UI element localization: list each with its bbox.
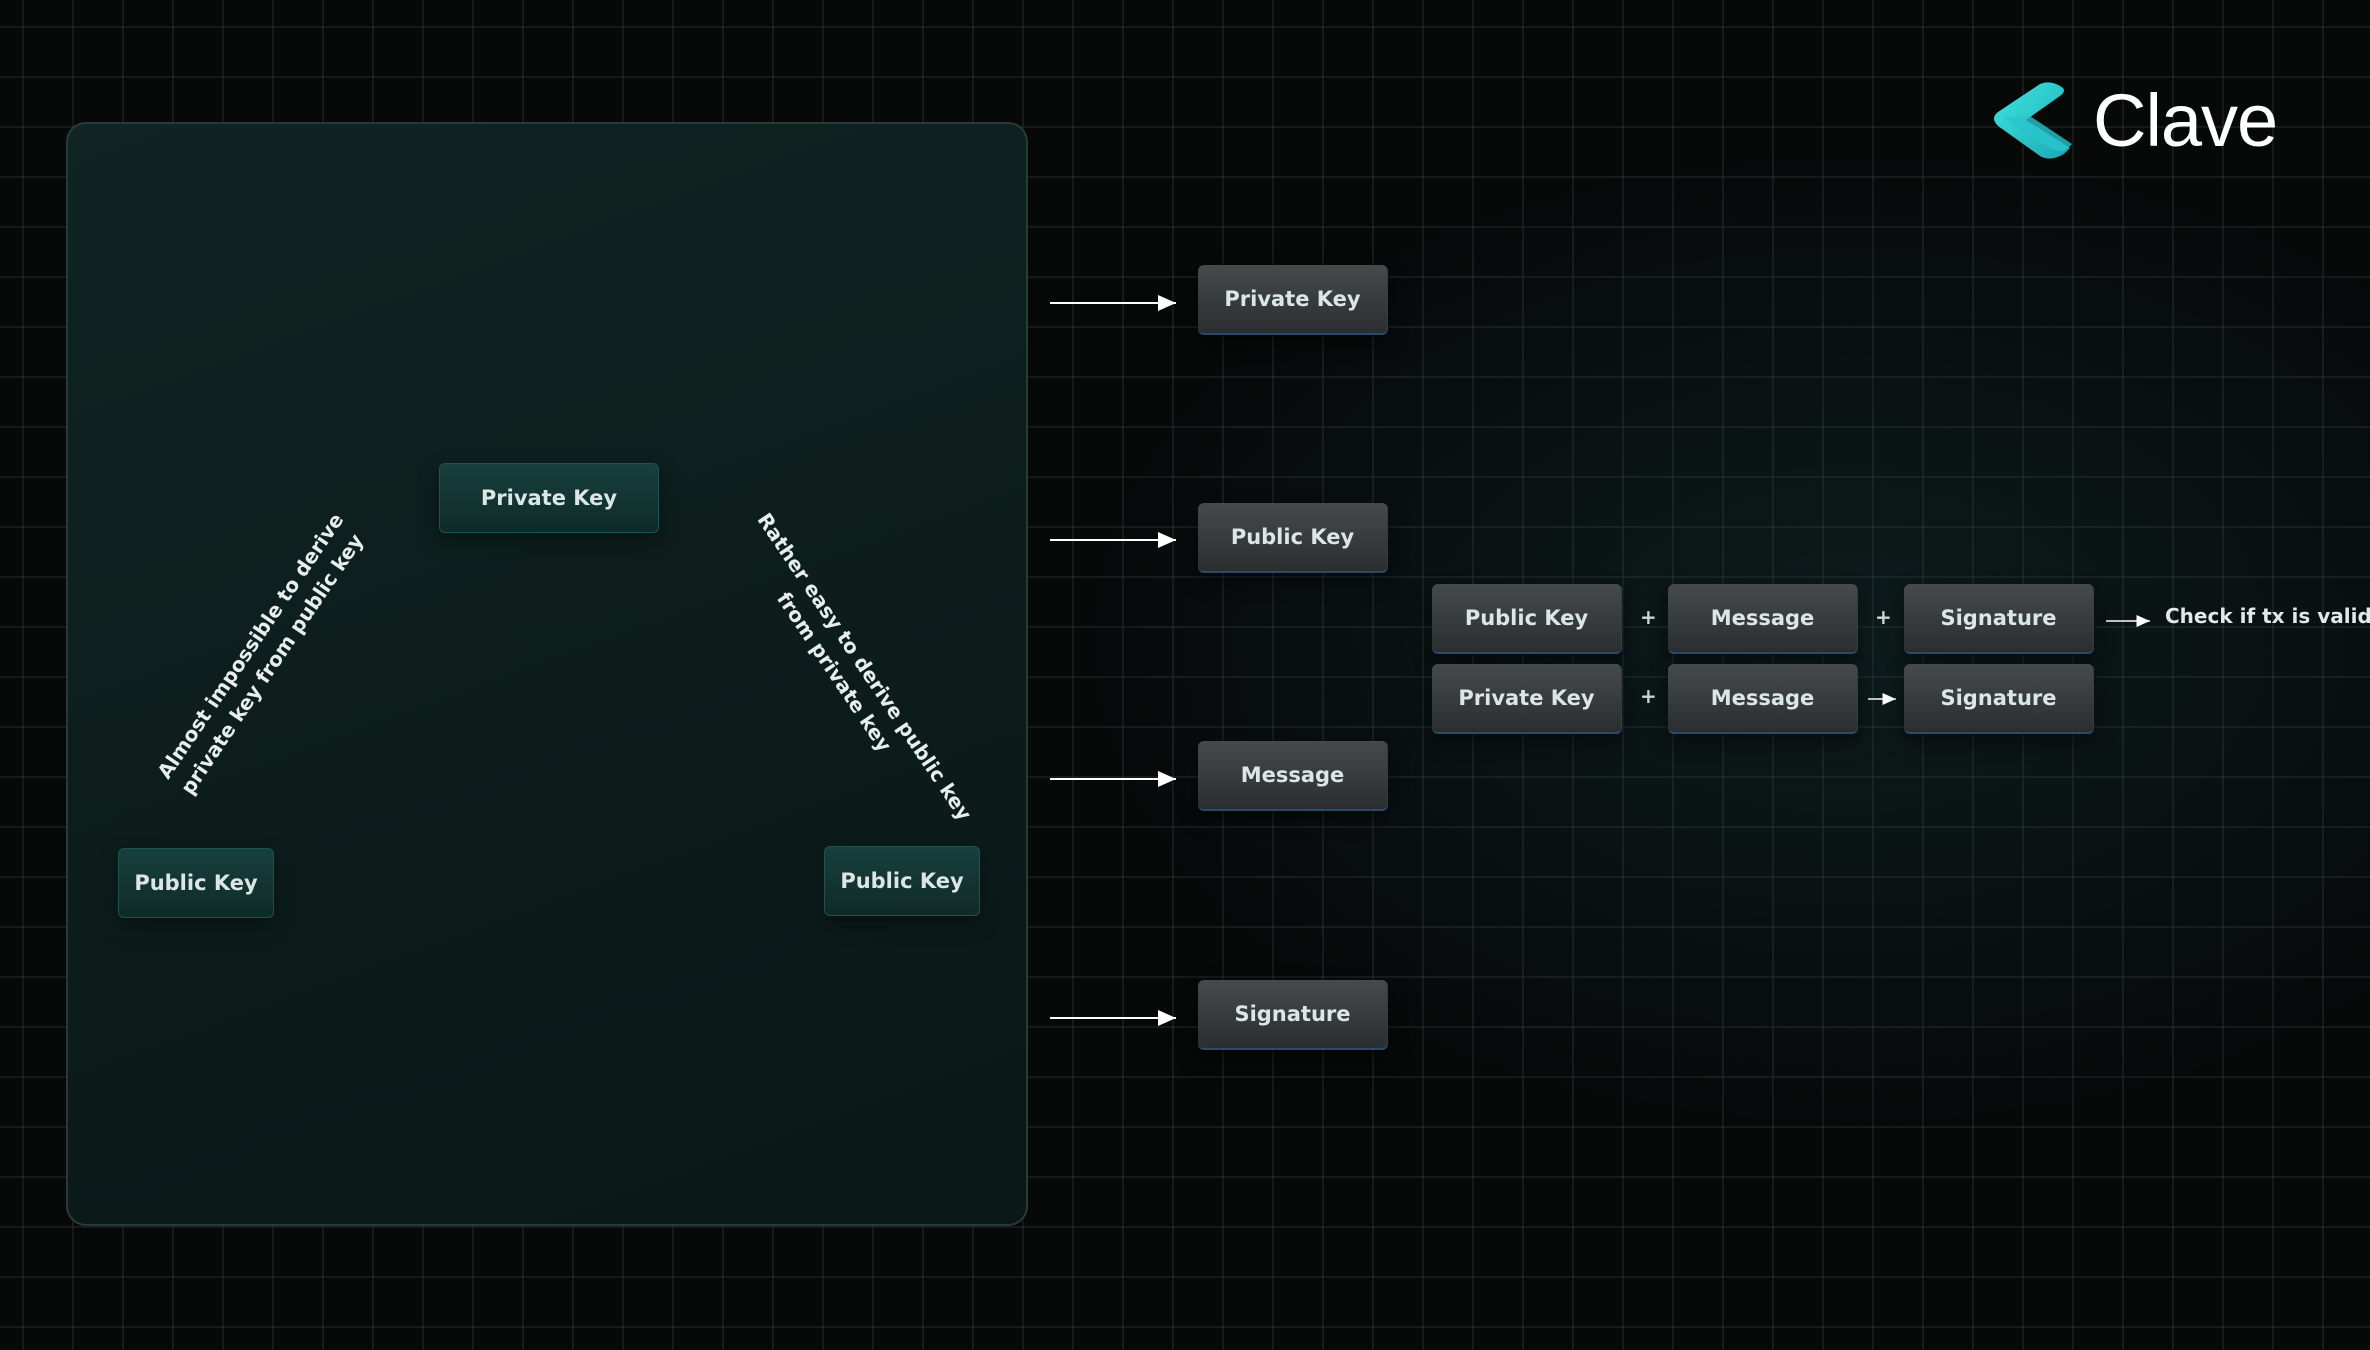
verify-plus-2: + — [1875, 605, 1892, 629]
verify-message: Message — [1668, 584, 1858, 654]
brand-name: Clave — [2093, 79, 2278, 162]
triangle-public-key-left: Public Key — [118, 848, 274, 918]
legend-private-key: Private Key — [1198, 265, 1388, 335]
verify-public-key: Public Key — [1432, 584, 1622, 654]
key-relationship-panel — [66, 122, 1028, 1226]
legend-message: Message — [1198, 741, 1388, 811]
sign-signature: Signature — [1904, 664, 2094, 734]
sign-private-key: Private Key — [1432, 664, 1622, 734]
sign-plus: + — [1640, 684, 1657, 708]
clave-logo-icon — [1994, 82, 2072, 159]
legend-public-key: Public Key — [1198, 503, 1388, 573]
verify-signature: Signature — [1904, 584, 2094, 654]
triangle-public-key-right: Public Key — [824, 846, 980, 916]
verify-plus-1: + — [1640, 605, 1657, 629]
legend-signature: Signature — [1198, 980, 1388, 1050]
verify-result: Check if tx is valid — [2165, 604, 2370, 628]
triangle-private-key: Private Key — [439, 463, 659, 533]
sign-message: Message — [1668, 664, 1858, 734]
